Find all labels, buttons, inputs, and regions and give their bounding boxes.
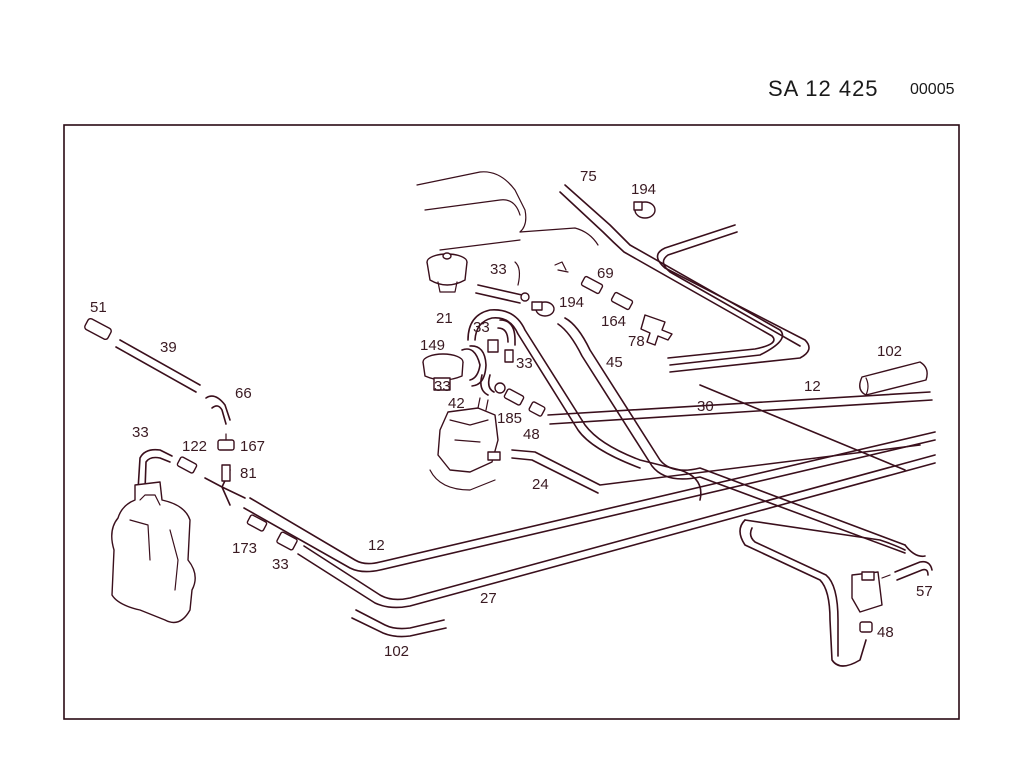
part-33-hoses-mid [461, 319, 516, 387]
part-57 [894, 544, 933, 581]
part-194-mid [531, 301, 555, 317]
label-33b: 33 [272, 556, 289, 573]
part-51 [84, 317, 112, 341]
part-102-hose-left [351, 609, 447, 638]
part-66 [205, 395, 231, 425]
pipe-45 [557, 317, 906, 554]
label-12a: 12 [368, 537, 385, 554]
pipe-39 [115, 339, 201, 393]
engine-outline [416, 171, 599, 251]
label-33d: 33 [473, 319, 490, 336]
part-throttle-body [429, 397, 501, 491]
part-173 [246, 514, 268, 532]
label-81: 81 [240, 465, 257, 482]
part-122 [176, 456, 198, 474]
pipe-right-lower [699, 384, 906, 667]
label-194b: 194 [559, 294, 584, 311]
label-173: 173 [232, 540, 257, 557]
label-185: 185 [497, 410, 522, 427]
part-small-fitting [514, 261, 569, 286]
part-48-right-valve [851, 571, 891, 633]
label-27: 27 [480, 590, 497, 607]
pipe-12-upper [547, 391, 933, 425]
pipe-24 [511, 444, 921, 494]
label-33f: 33 [434, 378, 451, 395]
label-42: 42 [448, 395, 465, 412]
label-102b: 102 [877, 343, 902, 360]
label-69: 69 [597, 265, 614, 282]
diagram-code: SA 12 425 [768, 76, 879, 101]
part-167 [217, 433, 235, 451]
callout-labels: 51 39 66 33 122 167 81 173 33 12 27 102 … [90, 168, 933, 660]
pipe-12 [243, 431, 936, 573]
label-75: 75 [580, 168, 597, 185]
label-48a: 48 [523, 426, 540, 443]
pipe-30 [656, 224, 810, 373]
pipe-27 [297, 454, 936, 609]
label-33e: 33 [516, 355, 533, 372]
diagram-sequence: 00005 [910, 81, 955, 98]
canister [111, 481, 196, 624]
label-45: 45 [606, 354, 623, 371]
label-39: 39 [160, 339, 177, 356]
label-33a: 33 [132, 424, 149, 441]
label-102a: 102 [384, 643, 409, 660]
label-21: 21 [436, 310, 453, 327]
part-81-tee [204, 464, 246, 506]
part-194-top [633, 201, 656, 219]
label-24: 24 [532, 476, 549, 493]
diagram-frame [63, 124, 960, 720]
part-102-right [859, 361, 928, 396]
label-57: 57 [916, 583, 933, 600]
part-78-tee [640, 314, 673, 346]
pipe-75 [559, 184, 784, 366]
part-42 [480, 374, 506, 396]
part-149 [422, 353, 464, 391]
part-33-connector [276, 531, 298, 551]
part-164 [610, 291, 634, 311]
label-167: 167 [240, 438, 265, 455]
label-66: 66 [235, 385, 252, 402]
label-164: 164 [601, 313, 626, 330]
part-33-top-hose [475, 284, 530, 304]
label-78: 78 [628, 333, 645, 350]
label-51: 51 [90, 299, 107, 316]
label-12b: 12 [804, 378, 821, 395]
label-30: 30 [697, 398, 714, 415]
label-122: 122 [182, 438, 207, 455]
label-194a: 194 [631, 181, 656, 198]
label-33c: 33 [490, 261, 507, 278]
label-48b: 48 [877, 624, 894, 641]
part-valve-top-left [426, 252, 468, 293]
label-149: 149 [420, 337, 445, 354]
part-48-mid [528, 401, 546, 417]
part-69 [580, 275, 604, 295]
part-33-left-hose [137, 448, 173, 491]
part-185 [503, 388, 525, 406]
